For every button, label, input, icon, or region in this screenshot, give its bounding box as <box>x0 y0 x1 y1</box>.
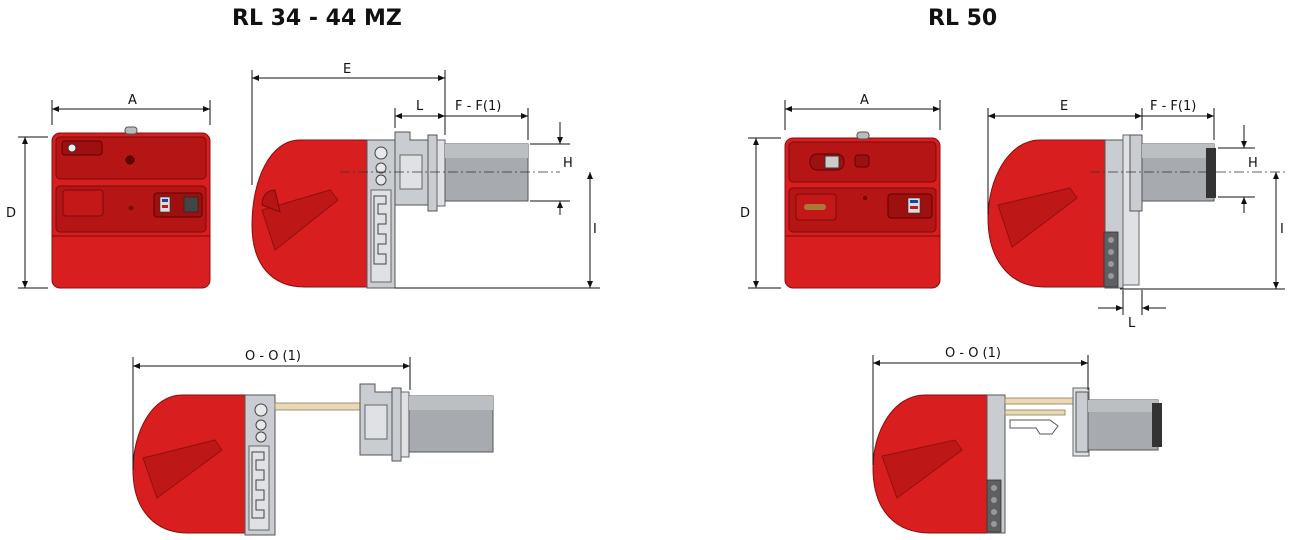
dim-d-right-label: D <box>740 206 750 221</box>
dim-i-left: I <box>395 172 600 289</box>
dim-h-left: H <box>530 122 573 215</box>
dim-d-right: D <box>740 137 781 289</box>
dim-h-left-label: H <box>563 156 573 171</box>
dim-h-right: H <box>1218 125 1258 213</box>
dim-l-left: L <box>394 99 445 128</box>
dim-f-left-label: F - F(1) <box>455 99 501 114</box>
dim-a-left: A <box>51 93 211 125</box>
left-open-view <box>132 383 494 536</box>
dim-f-left: F - F(1) <box>445 99 529 140</box>
dim-e-left: E <box>251 62 446 185</box>
right-open-view <box>872 387 1162 534</box>
dim-a-right-label: A <box>860 93 869 108</box>
dim-e-right-label: E <box>1060 99 1068 114</box>
dim-a-right: A <box>784 93 941 130</box>
dim-f-right-label: F - F(1) <box>1150 99 1196 114</box>
left-side-view <box>251 131 560 289</box>
dim-h-right-label: H <box>1248 156 1258 171</box>
right-side-view <box>987 134 1285 289</box>
dim-i-right-label: I <box>1280 222 1284 237</box>
dim-o-right: O - O (1) <box>872 346 1089 465</box>
dim-o-right-label: O - O (1) <box>945 346 1001 361</box>
dim-a-left-label: A <box>128 93 137 108</box>
right-front-view <box>784 131 941 289</box>
dim-o-left-label: O - O (1) <box>245 349 301 364</box>
dim-o-left: O - O (1) <box>132 349 411 470</box>
dim-d-left-label: D <box>6 206 16 221</box>
dim-f-right: F - F(1) <box>1142 99 1215 140</box>
dim-i-right: I <box>1120 172 1285 290</box>
title-rl34-44mz: RL 34 - 44 MZ <box>232 6 402 31</box>
dim-d-left: D <box>6 136 48 289</box>
left-front-view <box>51 126 211 289</box>
dim-e-left-label: E <box>343 62 351 77</box>
title-rl50: RL 50 <box>928 6 998 31</box>
dim-e-right: E <box>987 99 1143 215</box>
dim-i-left-label: I <box>593 222 597 237</box>
dim-l-right-label: L <box>1128 316 1136 331</box>
dim-l-left-label: L <box>416 99 424 114</box>
dim-l-right: L <box>1098 290 1166 331</box>
